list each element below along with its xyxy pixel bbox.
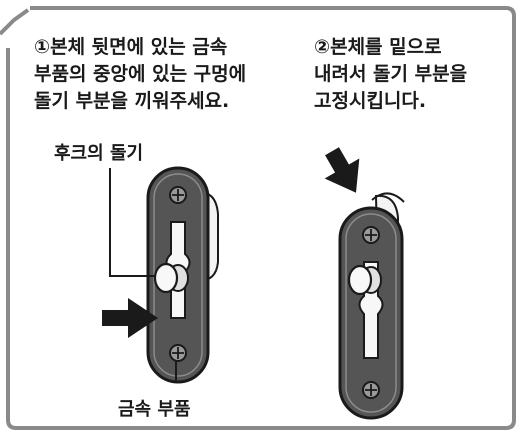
- label-metal-part: 금속 부품: [118, 399, 191, 420]
- arrow-right: [102, 298, 158, 338]
- panel-border-tab: [0, 8, 30, 36]
- step1-line1: ①본체 뒷면에 있는 금속: [34, 36, 228, 58]
- step2-line2: 내려서 돌기 부분을: [314, 63, 468, 85]
- label-hook-protrusion: 후크의 돌기: [54, 143, 144, 164]
- step2-line3: 고정시킵니다.: [314, 90, 427, 112]
- panel-border: [6, 6, 516, 430]
- step2-line1: ②본체를 밑으로: [314, 36, 442, 58]
- arrow-down: [324, 147, 360, 193]
- metal-plate-right: [338, 206, 404, 420]
- step1-line2: 부품의 중앙에 있는 구멍에: [34, 63, 247, 85]
- step1-line3: 돌기 부분을 끼워주세요.: [34, 90, 230, 112]
- leader-hook: [109, 168, 156, 277]
- hook-protrusion-knob-right: [347, 264, 382, 296]
- hook-protrusion-knob: [153, 262, 189, 294]
